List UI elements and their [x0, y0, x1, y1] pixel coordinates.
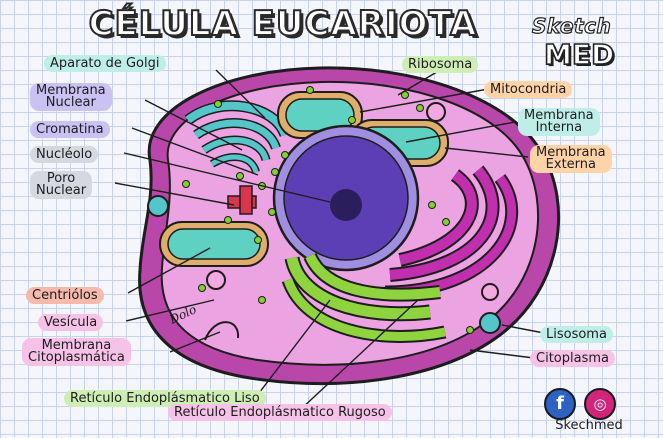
lysosome-2: [148, 196, 168, 216]
label-membrana-nuclear-line2: Nuclear: [36, 97, 106, 109]
mitochondrion-left: [160, 222, 268, 266]
vesicle-2: [207, 271, 225, 289]
label-ribosoma: Ribosoma: [402, 56, 478, 73]
label-membrana-interna-line2: Interna: [524, 122, 594, 134]
label-membrana-externa-line2: Externa: [536, 159, 606, 171]
label-membrana-citoplasmatica: Membrana Citoplasmática: [22, 338, 131, 366]
label-rer: Retículo Endoplásmatico Rugoso: [168, 404, 392, 421]
facebook-icon[interactable]: f: [544, 388, 576, 420]
label-vesicula: Vesícula: [38, 314, 103, 331]
label-nucleolo: Nucléolo: [30, 146, 98, 163]
label-membrana-interna: Membrana Interna: [518, 108, 600, 136]
vesicle-1: [427, 103, 445, 121]
label-poro-nuclear: Poro Nuclear: [30, 171, 92, 199]
label-mitocondria: Mitocondria: [484, 81, 572, 98]
label-citoplasma: Citoplasma: [530, 350, 615, 367]
label-membrana-nuclear: Membrana Nuclear: [30, 83, 112, 111]
lysosome-1: [480, 313, 500, 333]
label-centriolos: Centriólos: [26, 287, 104, 304]
instagram-icon[interactable]: ◎: [584, 388, 616, 420]
label-cromatina: Cromatina: [30, 121, 110, 138]
label-membrana-cito-line2: Citoplasmática: [28, 352, 125, 364]
label-golgi: Aparato de Golgi: [44, 55, 166, 72]
social-handle: Skechmed: [534, 418, 644, 433]
label-lisosoma: Lisosoma: [540, 326, 613, 343]
label-membrana-externa: Membrana Externa: [530, 145, 612, 173]
nucleolus: [330, 189, 362, 221]
social-links: f ◎ Skechmed: [534, 388, 644, 434]
label-poro-nuclear-line2: Nuclear: [36, 185, 86, 197]
vesicle-3: [482, 284, 498, 300]
